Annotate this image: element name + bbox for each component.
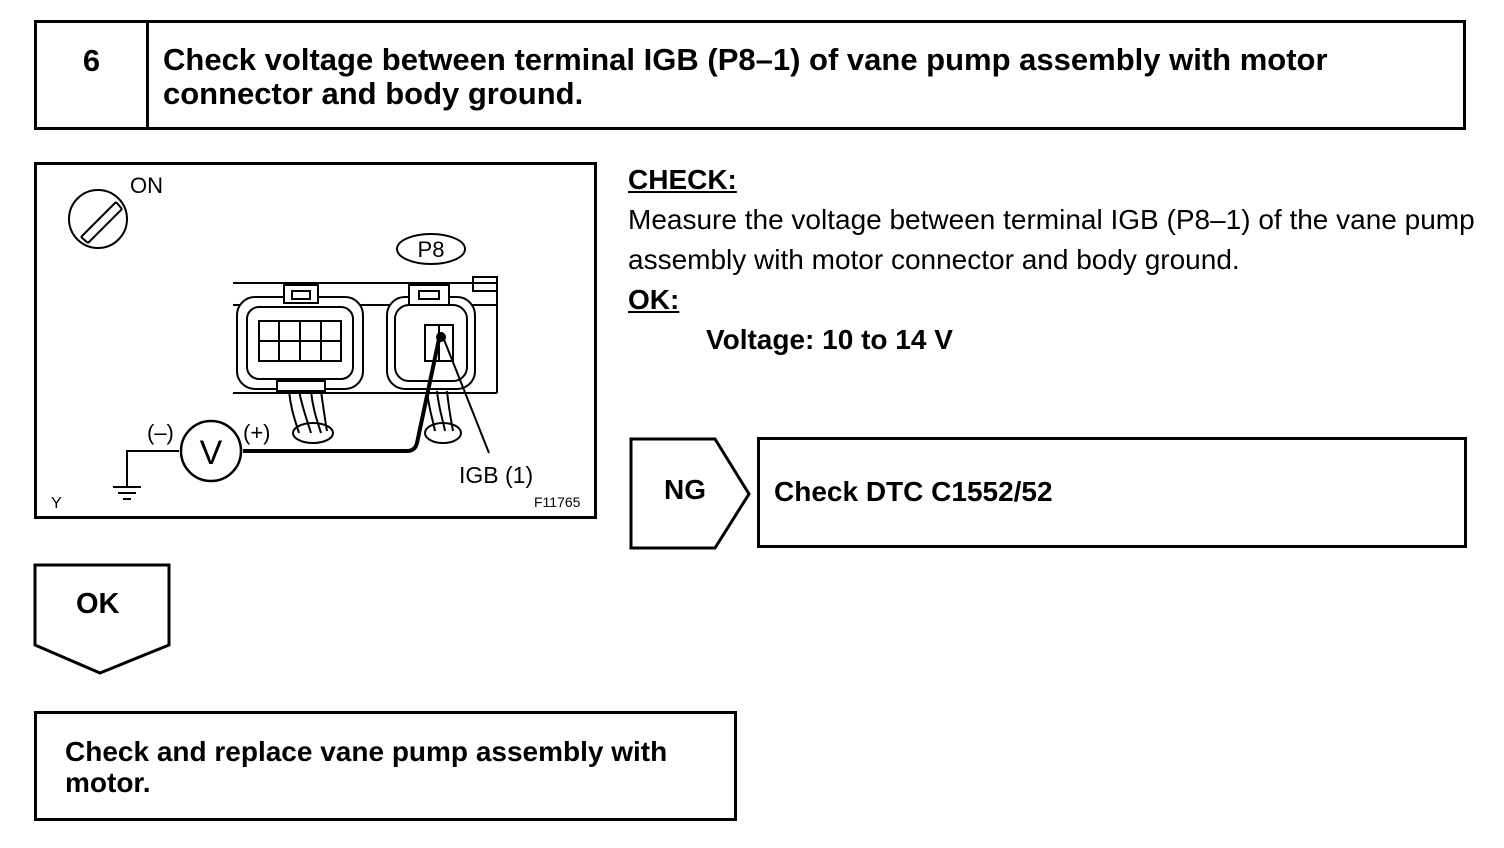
test-leads (126, 336, 490, 487)
check-section: CHECK: Measure the voltage between termi… (628, 160, 1488, 360)
wire-harness (288, 390, 462, 444)
figure-id: F11765 (534, 494, 581, 510)
left-connector-icon (236, 284, 364, 392)
ng-result-box: Check DTC C1552/52 (757, 437, 1467, 548)
check-heading: CHECK: (628, 164, 737, 195)
step-title: Check voltage between terminal IGB (P8–1… (163, 42, 1328, 111)
connector-icon (386, 284, 476, 390)
final-action-text: Check and replace vane pump assembly wit… (65, 736, 668, 798)
negative-lead-label: (–) (147, 420, 174, 445)
voltmeter-icon: V (179, 419, 243, 483)
ok-branch-tab (33, 563, 171, 675)
ok-label: OK (76, 588, 120, 620)
final-action-box: Check and replace vane pump assembly wit… (34, 711, 737, 821)
diagram-illustration: ON P8 (51, 173, 581, 512)
ok-heading: OK: (628, 284, 680, 315)
ng-branch-tab (629, 437, 751, 550)
ng-label: NG (664, 474, 706, 505)
connector-callout: P8 (396, 233, 466, 265)
step-header: 6 Check voltage between terminal IGB (P8… (34, 20, 1466, 130)
corner-code: Y (51, 495, 62, 512)
ok-spec: Voltage: 10 to 14 V (706, 324, 953, 355)
voltmeter-label: V (200, 434, 223, 472)
check-instruction: Measure the voltage between terminal IGB… (628, 204, 1475, 275)
positive-lead-label: (+) (243, 420, 271, 445)
connector-id-label: P8 (418, 237, 445, 262)
step-number: 6 (37, 23, 149, 127)
wiring-diagram: ON P8 (34, 162, 597, 519)
ground-symbol-icon (113, 486, 141, 500)
ignition-on-label: ON (130, 173, 163, 198)
ignition-switch-icon (68, 189, 128, 249)
terminal-label: IGB (1) (459, 462, 533, 488)
ng-result-text: Check DTC C1552/52 (774, 476, 1053, 507)
